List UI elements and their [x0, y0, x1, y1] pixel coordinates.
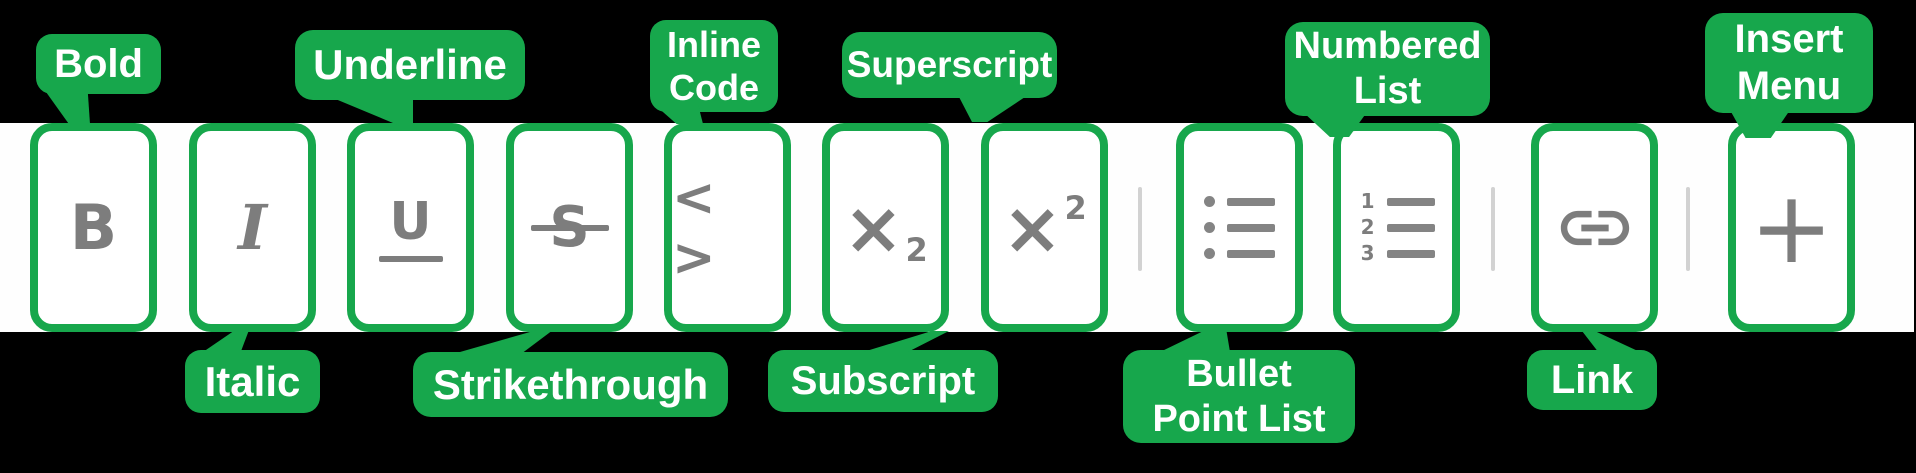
link-button[interactable]	[1531, 123, 1658, 332]
superscript-icon-2: 2	[1064, 188, 1087, 227]
superscript-icon: × 2	[1002, 185, 1087, 270]
numbered-digit: 1	[1360, 189, 1375, 213]
numbered-list-icon: 1 2 3	[1359, 189, 1435, 265]
superscript-icon-x: ×	[1002, 185, 1063, 270]
bullet-dot	[1204, 222, 1215, 233]
toolbar-divider	[1138, 187, 1142, 271]
numbered-digit: 2	[1360, 215, 1375, 239]
underline-icon-bar	[378, 255, 443, 262]
callout-bold: Bold	[36, 34, 161, 94]
callout-superscript: Superscript	[842, 32, 1057, 98]
superscript-button[interactable]: × 2	[981, 123, 1108, 332]
toolbar-divider	[1491, 187, 1495, 271]
callout-inline-code-line2: Code	[669, 67, 759, 108]
callout-superscript-label: Superscript	[846, 44, 1053, 85]
link-chain-svg	[1560, 210, 1629, 245]
callout-strikethrough-tail	[453, 330, 553, 354]
bullet-list-icon	[1204, 196, 1275, 259]
inline-code-button[interactable]: < >	[664, 123, 791, 332]
callout-bullet-list-tail	[1160, 331, 1230, 352]
callout-insert-menu-line1: Insert	[1734, 17, 1844, 61]
underline-icon: U	[378, 191, 443, 262]
callout-italic: Italic	[185, 350, 320, 413]
callout-strikethrough: Strikethrough	[413, 352, 728, 417]
callout-link-tail	[1582, 331, 1640, 352]
callout-bullet-list-line1: Bullet	[1186, 352, 1292, 395]
callout-numbered-list-line1: Numbered	[1293, 25, 1482, 67]
callout-subscript-label: Subscript	[790, 358, 976, 403]
callout-strikethrough-label: Strikethrough	[432, 360, 709, 408]
numbered-line	[1386, 223, 1435, 232]
callout-bold-tail	[46, 92, 90, 124]
callout-subscript-tail	[863, 331, 949, 352]
toolbar-divider	[1686, 187, 1690, 271]
numbered-list-icon-row: 1	[1359, 189, 1435, 213]
underline-button[interactable]: U	[347, 123, 474, 332]
callout-inline-code-tail	[655, 105, 703, 124]
numbered-line	[1386, 197, 1435, 206]
bold-button[interactable]: B	[30, 123, 157, 332]
callout-bullet-list: Bullet Point List	[1123, 350, 1355, 443]
bullet-list-icon-row	[1204, 248, 1275, 259]
bullet-list-button[interactable]	[1176, 123, 1303, 332]
plus-icon: +	[1749, 168, 1834, 286]
numbered-list-icon-row: 2	[1359, 215, 1435, 239]
bullet-dot	[1204, 196, 1215, 207]
bullet-list-icon-row	[1204, 196, 1275, 207]
subscript-icon-x: ×	[843, 185, 904, 270]
callout-italic-label: Italic	[204, 357, 301, 405]
callout-numbered-list: Numbered List	[1285, 22, 1490, 116]
bullet-line	[1227, 249, 1275, 258]
callout-superscript-tail	[958, 95, 1028, 122]
callout-subscript: Subscript	[768, 350, 998, 412]
underline-icon-letter: U	[389, 191, 432, 252]
italic-icon: I	[237, 191, 267, 264]
callout-link-label: Link	[1550, 357, 1634, 402]
callout-bold-label: Bold	[54, 41, 143, 86]
code-brackets-icon: < >	[672, 167, 718, 288]
callout-bullet-list-line2: Point List	[1152, 397, 1326, 440]
subscript-button[interactable]: × 2	[822, 123, 949, 332]
callout-italic-tail	[203, 330, 249, 352]
callout-numbered-list-line2: List	[1353, 70, 1422, 112]
callout-underline: Underline	[295, 30, 525, 100]
callout-inline-code-line1: Inline	[666, 24, 761, 65]
callout-insert-menu: Insert Menu	[1705, 13, 1873, 113]
bullet-line	[1227, 197, 1275, 206]
bullet-dot	[1204, 248, 1215, 259]
italic-button[interactable]: I	[189, 123, 316, 332]
numbered-digit: 3	[1360, 241, 1375, 265]
numbered-line	[1386, 249, 1435, 258]
numbered-list-button[interactable]: 1 2 3	[1333, 123, 1460, 332]
strikethrough-button[interactable]: S	[506, 123, 633, 332]
numbered-list-icon-row: 3	[1359, 241, 1435, 265]
insert-menu-button[interactable]: +	[1728, 123, 1855, 332]
bullet-list-icon-row	[1204, 222, 1275, 233]
callout-insert-menu-line2: Menu	[1736, 64, 1842, 108]
callout-inline-code: Inline Code	[650, 20, 778, 112]
callout-underline-tail	[333, 98, 413, 126]
bold-icon: B	[69, 191, 118, 264]
link-chain-icon	[1554, 187, 1636, 269]
strikethrough-icon: S	[530, 195, 609, 260]
callout-link: Link	[1527, 350, 1657, 410]
callout-underline-label: Underline	[313, 41, 507, 88]
bullet-line	[1227, 223, 1275, 232]
subscript-icon-2: 2	[905, 230, 928, 269]
strikethrough-icon-bar	[530, 224, 609, 231]
subscript-icon: × 2	[843, 185, 928, 270]
